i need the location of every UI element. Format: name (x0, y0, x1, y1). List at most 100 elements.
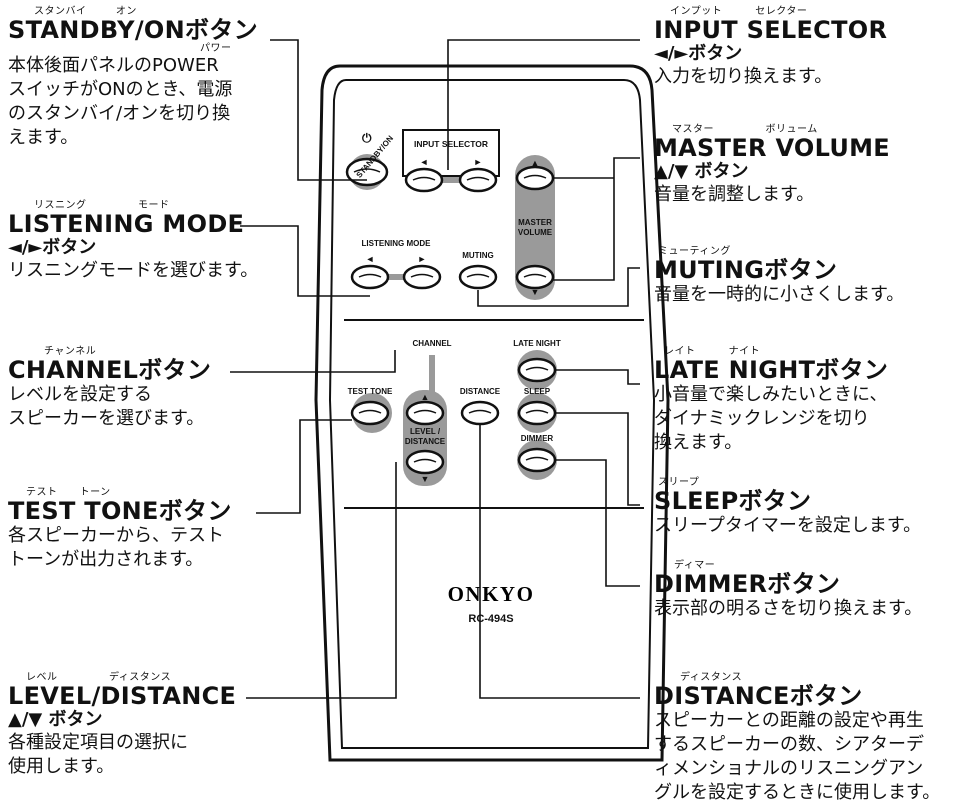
leader-line-level (246, 462, 397, 699)
level-distance-label: LEVEL / (410, 427, 441, 436)
callout-channel: チャンネル CHANNELボタン レベルを設定する スピーカーを選びます。 (8, 346, 211, 431)
test-tone-button[interactable] (350, 400, 390, 426)
volume-up-button[interactable] (515, 165, 555, 191)
power-symbol-icon: ⏻ (362, 131, 372, 145)
callout-sleep: スリープ SLEEPボタン スリープタイマーを設定します。 (654, 477, 921, 538)
callout-desc: 換えます。 (654, 432, 743, 453)
callout-title: MASTER VOLUME (654, 134, 891, 162)
callout-title: CHANNELボタン (8, 356, 212, 384)
callout-listening-mode: リスニング モード LISTENING MODE ◄/►ボタン リスニングモード… (8, 200, 258, 283)
brand-logo: ONKYO (448, 582, 535, 606)
callout-title: LATE NIGHTボタン (654, 356, 889, 384)
input-selector-label: INPUT SELECTOR (414, 139, 488, 149)
callout-title: MUTINGボタン (654, 256, 838, 284)
callout-desc: トーンが出力されます。 (8, 549, 204, 570)
leader-line-distance (479, 425, 640, 699)
dimmer-label: DIMMER (521, 434, 554, 443)
callout-desc: ダイナミックレンジを切り (654, 408, 870, 429)
callout-desc: スリープタイマーを設定します。 (654, 515, 922, 536)
ruby-reading: レイト ナイト (664, 346, 761, 357)
callout-desc: 入力を切り換えます。 (654, 66, 833, 87)
late-night-label: LATE NIGHT (513, 339, 561, 348)
ruby-reading: スタンバイ オン (34, 6, 137, 17)
callout-desc: 表示部の明るさを切り換えます。 (654, 598, 923, 619)
ruby-reading: ミューティング (658, 246, 731, 257)
callout-desc: のスタンバイ/オンを切り換 (8, 103, 231, 124)
callout-desc: 各種設定項目の選択に (8, 732, 188, 753)
ruby-reading: マスター ボリューム (672, 124, 818, 135)
leader-line-standby (270, 39, 367, 181)
volume-down-arrow: ▼ (531, 287, 540, 297)
dimmer-button[interactable] (517, 447, 557, 473)
callout-desc: スピーカーを選びます。 (8, 408, 205, 429)
distance-label: DISTANCE (460, 387, 501, 396)
callout-desc: リスニングモードを選びます。 (8, 260, 259, 281)
volume-surround (515, 155, 555, 300)
master-volume-label: MASTER (518, 218, 552, 227)
channel-label: CHANNEL (412, 339, 451, 348)
callout-desc: グルを設定するときに使用します。 (654, 782, 941, 803)
muting-button[interactable] (458, 264, 498, 290)
callout-desc: 小音量で楽しみたいときに、 (654, 384, 888, 405)
callout-desc: スピーカーとの距離の設定や再生 (654, 710, 924, 731)
callout-input-selector: インプット セレクター INPUT SELECTOR ◄/►ボタン 入力を切り換… (654, 6, 887, 89)
sleep-label: SLEEP (524, 387, 551, 396)
level-up-button[interactable] (405, 400, 445, 426)
input-right-arrow: ► (474, 157, 483, 167)
sleep-button[interactable] (517, 400, 557, 426)
callout-desc: 使用します。 (8, 756, 115, 777)
volume-up-arrow: ▲ (531, 158, 540, 168)
callout-desc: ィメンショナルのリスニングアン (654, 758, 924, 779)
leader-line-channel (230, 350, 396, 373)
leader-line-late-night (555, 369, 640, 385)
level-down-arrow: ▼ (421, 474, 430, 484)
callout-late-night: レイト ナイト LATE NIGHTボタン 小音量で楽しみたいときに、 ダイナミ… (654, 346, 888, 455)
leader-line-input (447, 39, 640, 170)
level-down-button[interactable] (405, 449, 445, 475)
distance-button[interactable] (460, 400, 500, 426)
callout-standby: スタンバイ オン STANDBY/ONボタン パワー 本体後面パネルのPOWER… (8, 6, 258, 150)
test-tone-label: TEST TONE (348, 387, 393, 396)
callout-subtitle: ◄/►ボタン (654, 43, 743, 64)
ruby-reading: チャンネル (44, 346, 97, 357)
leader-line-muting (477, 267, 640, 307)
callout-desc: スイッチがONのとき、電源 (8, 79, 233, 100)
muting-label: MUTING (462, 251, 494, 260)
remote-body-inner-outline (328, 79, 656, 749)
volume-down-button[interactable] (515, 264, 555, 290)
callout-subtitle: ◄/►ボタン (8, 237, 97, 258)
leader-line-sleep (555, 412, 640, 506)
leader-line-dimmer (555, 459, 640, 587)
callout-desc: えます。 (8, 127, 79, 148)
standby-on-button[interactable] (345, 157, 389, 187)
ruby-reading: インプット セレクター (670, 6, 808, 17)
remote-control-diagram: ⏻ STANDBY/ON INPUT SELECTOR ◄ ► ▲ MASTER… (230, 39, 670, 762)
callout-subtitle: ▲/▼ ボタン (8, 709, 103, 730)
input-left-arrow: ◄ (420, 157, 429, 167)
callout-subtitle: ▲/▼ ボタン (654, 161, 749, 182)
master-volume-label-2: VOLUME (518, 228, 553, 237)
callout-title: INPUT SELECTOR (654, 16, 888, 44)
callout-desc: 各スピーカーから、テスト (8, 525, 224, 546)
listening-mode-right-button[interactable] (402, 264, 442, 290)
listening-mode-label: LISTENING MODE (362, 239, 432, 248)
leader-line-test-tone (256, 419, 352, 514)
level-up-arrow: ▲ (421, 392, 430, 402)
callout-dimmer: ディマー DIMMERボタン 表示部の明るさを切り換えます。 (654, 560, 922, 621)
callout-title: TEST TONEボタン (8, 497, 232, 525)
model-label: RC-494S (468, 613, 513, 625)
ruby-reading: ディマー (674, 560, 716, 571)
ruby-reading: レベル ディスタンス (26, 672, 172, 683)
callout-title: DIMMERボタン (654, 570, 841, 598)
input-selector-right-button[interactable] (458, 167, 498, 193)
ruby-reading: スリープ (658, 477, 700, 488)
listening-mode-left-button[interactable] (350, 264, 390, 290)
callout-title: DISTANCEボタン (654, 682, 863, 710)
callout-desc: レベルを設定する (8, 384, 152, 405)
leader-line-listening (240, 225, 370, 297)
callout-master-volume: マスター ボリューム MASTER VOLUME ▲/▼ ボタン 音量を調整しま… (654, 124, 890, 207)
input-selector-left-button[interactable] (404, 167, 444, 193)
late-night-button[interactable] (517, 357, 557, 383)
leader-line-volume (553, 157, 640, 281)
input-selector-frame (402, 129, 500, 177)
